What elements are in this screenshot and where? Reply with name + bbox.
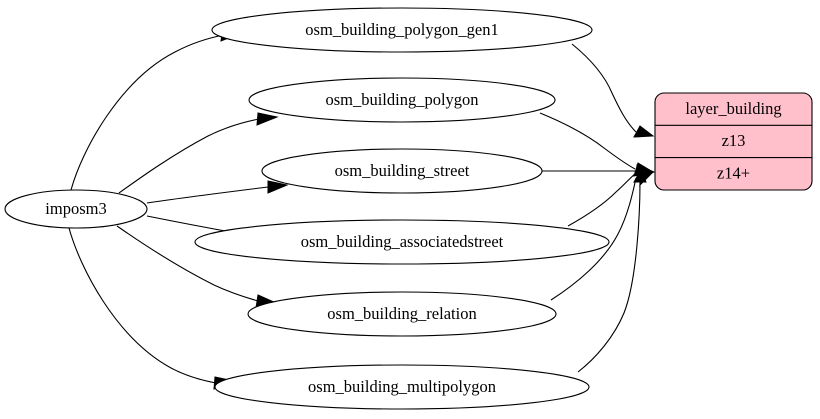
edge-imposm3-to-osm-building-polygon-gen1: [70, 28, 243, 191]
node-osm-building-multipolygon[interactable]: osm_building_multipolygon: [214, 364, 590, 410]
node-osm-building-polygon[interactable]: osm_building_polygon: [248, 77, 556, 123]
node-imposm3-shape[interactable]: [4, 189, 148, 229]
node-layer-building-shape[interactable]: [654, 92, 813, 191]
record-row-z14plus-label: z14+: [717, 163, 750, 182]
edge-imposm3-to-osm-building-polygon: [118, 112, 279, 194]
node-osm-building-polygon-shape[interactable]: [248, 77, 556, 123]
node-osm-building-polygon-label: osm_building_polygon: [325, 90, 478, 109]
node-osm-building-multipolygon-shape[interactable]: [214, 364, 590, 410]
node-imposm3[interactable]: imposm3: [4, 189, 148, 229]
record-row-layer-building-label: layer_building: [685, 99, 781, 118]
node-osm-building-relation-label: osm_building_relation: [327, 304, 476, 323]
node-osm-building-street-label: osm_building_street: [335, 161, 470, 180]
edge-osm-building-polygon-gen1-to-layer-z13: [571, 43, 655, 138]
node-osm-building-street[interactable]: osm_building_street: [261, 148, 543, 194]
node-osm-building-polygon-gen1-label: osm_building_polygon_gen1: [305, 20, 498, 39]
node-osm-building-associatedstreet[interactable]: osm_building_associatedstreet: [194, 219, 610, 265]
edge-imposm3-to-osm-building-multipolygon: [68, 227, 236, 390]
node-osm-building-relation[interactable]: osm_building_relation: [247, 291, 557, 337]
node-layer-building[interactable]: layer_building z13 z14+: [654, 92, 813, 191]
record-row-z13-label: z13: [722, 131, 746, 150]
edge-group-tables-to-layer: [539, 43, 656, 373]
node-osm-building-polygon-gen1[interactable]: osm_building_polygon_gen1: [211, 7, 593, 53]
node-imposm3-label: imposm3: [45, 199, 106, 218]
edge-osm-building-multipolygon-to-layer-z14: [577, 168, 647, 373]
node-osm-building-multipolygon-label: osm_building_multipolygon: [308, 377, 496, 396]
edge-osm-building-polygon-to-layer-z14: [539, 112, 655, 177]
node-osm-building-associatedstreet-shape[interactable]: [194, 219, 610, 265]
node-osm-building-relation-shape[interactable]: [247, 291, 557, 337]
edge-imposm3-to-osm-building-street: [146, 180, 289, 204]
node-osm-building-associatedstreet-label: osm_building_associatedstreet: [301, 232, 504, 251]
node-osm-building-polygon-gen1-shape[interactable]: [211, 7, 593, 53]
node-osm-building-street-shape[interactable]: [261, 148, 543, 194]
